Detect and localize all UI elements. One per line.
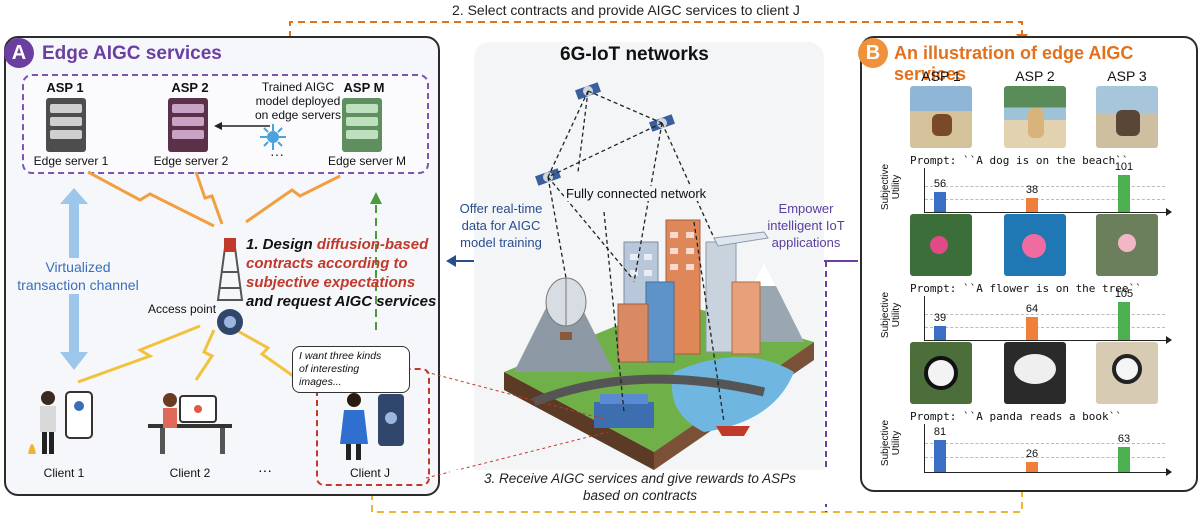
flower-tree-image-asp2 (1004, 214, 1066, 276)
virtualized-channel-label: Virtualized transaction channel (14, 258, 142, 294)
bar-value-label: 81 (933, 426, 947, 438)
design-contracts-text: 1. Design diffusion-based contracts acco… (246, 236, 437, 310)
edge-server-1-icon (46, 98, 86, 152)
utility-chart-flower: 39 64 105 (904, 288, 1172, 344)
client-j-avatar (340, 393, 404, 460)
client-j-label: Client J (349, 466, 390, 480)
flower-tree-image-asp3 (1096, 214, 1158, 276)
prompt-1: Prompt: ``A dog is on the beach`` (910, 154, 1129, 167)
client-j-speech-bubble: I want three kinds of interesting images… (292, 346, 410, 393)
chart-axis-arrow (1166, 468, 1172, 476)
chart-axis (924, 424, 1171, 473)
edge-server-m-icon (342, 98, 382, 152)
bar-asp-2 (1026, 198, 1038, 212)
prompt-3: Prompt: ``A panda reads a book`` (910, 410, 1122, 423)
access-point-tower-icon (216, 238, 244, 335)
bar-value-label: 101 (1114, 161, 1134, 173)
empower-iot-label: Empower intelligent IoT applications (767, 201, 845, 250)
city-network-illustration (504, 82, 814, 470)
panda-book-image-asp3 (1096, 342, 1158, 404)
panel-a-title: Edge AIGC services (42, 43, 222, 64)
client-2-label: Client 2 (169, 466, 211, 480)
asp-2-label: ASP 2 (171, 80, 209, 95)
bar-asp-3 (1118, 175, 1130, 212)
chart-gridline (925, 327, 1165, 328)
asp-1-label: ASP 1 (46, 80, 84, 95)
bar-asp-2 (1026, 317, 1038, 340)
chart-gridline (925, 186, 1165, 187)
edge-server-2-icon (168, 98, 208, 152)
chart-gridline (925, 443, 1165, 444)
bar-value-label: 26 (1025, 448, 1039, 460)
dog-beach-image-asp2 (1004, 86, 1066, 148)
bar-asp-3 (1118, 302, 1130, 340)
column-asp-1: ASP 1 (921, 68, 961, 84)
access-point-label: Access point (148, 302, 217, 316)
receive-services-label: 3. Receive AIGC services and give reward… (450, 470, 830, 504)
panel-b-badge: B (858, 38, 888, 68)
bar-asp-1 (934, 440, 946, 472)
panda-book-image-asp1 (910, 342, 972, 404)
asp-m-label: ASP M (343, 80, 385, 95)
select-contracts-label: 2. Select contracts and provide AIGC ser… (452, 2, 800, 18)
panda-book-image-asp2 (1004, 342, 1066, 404)
server-ellipsis: ··· (270, 146, 284, 162)
bar-asp-3 (1118, 447, 1130, 472)
offer-data-label: Offer real-time data for AIGC model trai… (459, 201, 543, 250)
trained-model-note: Trained AIGC model deployed on edge serv… (254, 80, 342, 122)
utility-chart-panda: 81 26 63 (904, 424, 1172, 476)
panel-a-badge: A (4, 38, 34, 68)
network-title: 6G-IoT networks (560, 44, 709, 65)
chart-axis-arrow (1166, 208, 1172, 216)
model-deploy-arrow (214, 122, 270, 130)
bar-value-label: 63 (1117, 433, 1131, 445)
edge-server-1-label: Edge server 1 (33, 154, 109, 168)
fully-connected-label: Fully connected network (564, 186, 709, 201)
edge-server-m-label: Edge server M (327, 154, 407, 168)
flower-tree-image-asp1 (910, 214, 972, 276)
chart-axis-arrow (1166, 336, 1172, 344)
bar-asp-2 (1026, 462, 1038, 472)
dog-beach-image-asp1 (910, 86, 972, 148)
client-2-avatar (148, 393, 232, 454)
ai-model-icon (260, 124, 286, 150)
client-ellipsis: ··· (258, 462, 272, 478)
bar-value-label: 38 (1025, 184, 1039, 196)
chart-axis (924, 168, 1171, 213)
bar-asp-1 (934, 326, 946, 340)
edge-server-2-label: Edge server 2 (153, 154, 229, 168)
panel-b-title: An illustration of edge AIGC services (894, 43, 1134, 84)
bar-value-label: 64 (1025, 303, 1039, 315)
bar-asp-1 (934, 192, 946, 212)
chart-gridline (925, 457, 1165, 458)
client-1-avatar (28, 391, 93, 454)
utility-chart-dog: 56 38 101 (904, 161, 1172, 216)
bar-value-label: 105 (1114, 288, 1134, 300)
chart-gridline (925, 314, 1165, 315)
prompt-2: Prompt: ``A flower is on the tree`` (910, 282, 1142, 295)
chart-gridline (925, 199, 1165, 200)
column-asp-3: ASP 3 (1107, 68, 1147, 84)
dog-beach-image-asp3 (1096, 86, 1158, 148)
chart-axis (924, 296, 1171, 341)
client-1-label: Client 1 (43, 466, 85, 480)
bar-value-label: 39 (933, 312, 947, 324)
bar-value-label: 56 (933, 178, 947, 190)
column-asp-2: ASP 2 (1015, 68, 1055, 84)
